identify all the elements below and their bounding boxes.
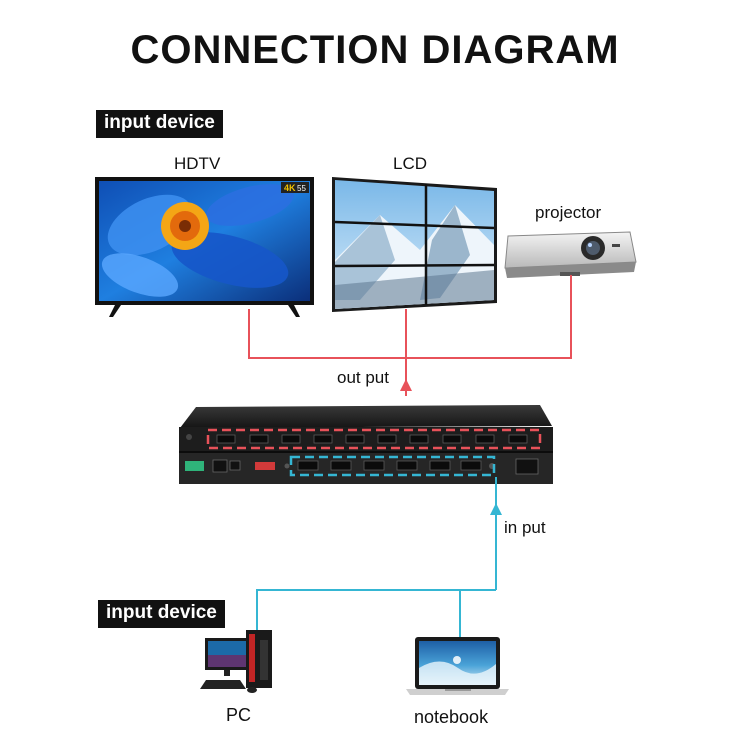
dip-switch [255, 462, 275, 470]
tv-badge-res: 4K [284, 183, 296, 193]
tv-badge-size: 55 [297, 184, 306, 193]
hdmi-input-ports [297, 460, 482, 471]
top-section-tag: input device [96, 110, 223, 138]
input-highlight [289, 455, 496, 477]
diagram-title: CONNECTION DIAGRAM [130, 28, 620, 72]
projector-device [504, 231, 637, 278]
tv-badge [281, 182, 309, 193]
output-highlight [206, 428, 542, 450]
hdtv-label: HDTV [174, 154, 221, 173]
terminal-block [185, 461, 204, 471]
notebook-device [406, 637, 509, 695]
flower-image [101, 184, 294, 297]
output-arrow [400, 379, 412, 391]
projector-label: projector [535, 203, 602, 222]
hdmi-output-ports [216, 434, 528, 444]
pc-label: PC [226, 705, 252, 725]
input-arrow [490, 503, 502, 515]
hdmi-matrix-switch [179, 405, 553, 484]
lcd-label: LCD [393, 154, 428, 173]
power-switch [515, 458, 539, 475]
lcd-video-wall [332, 177, 497, 312]
lan-port [212, 459, 228, 473]
tv-leg-left [109, 305, 121, 317]
bottom-section-tag: input device [98, 600, 225, 628]
tv-leg-right [288, 305, 300, 317]
output-label: out put [337, 368, 389, 387]
dc-power-jack [186, 434, 192, 440]
pc-device [200, 630, 272, 693]
input-connections [256, 477, 497, 638]
input-label: in put [504, 518, 546, 537]
hdtv-device: 4K 55 [95, 177, 314, 317]
notebook-label: notebook [414, 707, 489, 727]
